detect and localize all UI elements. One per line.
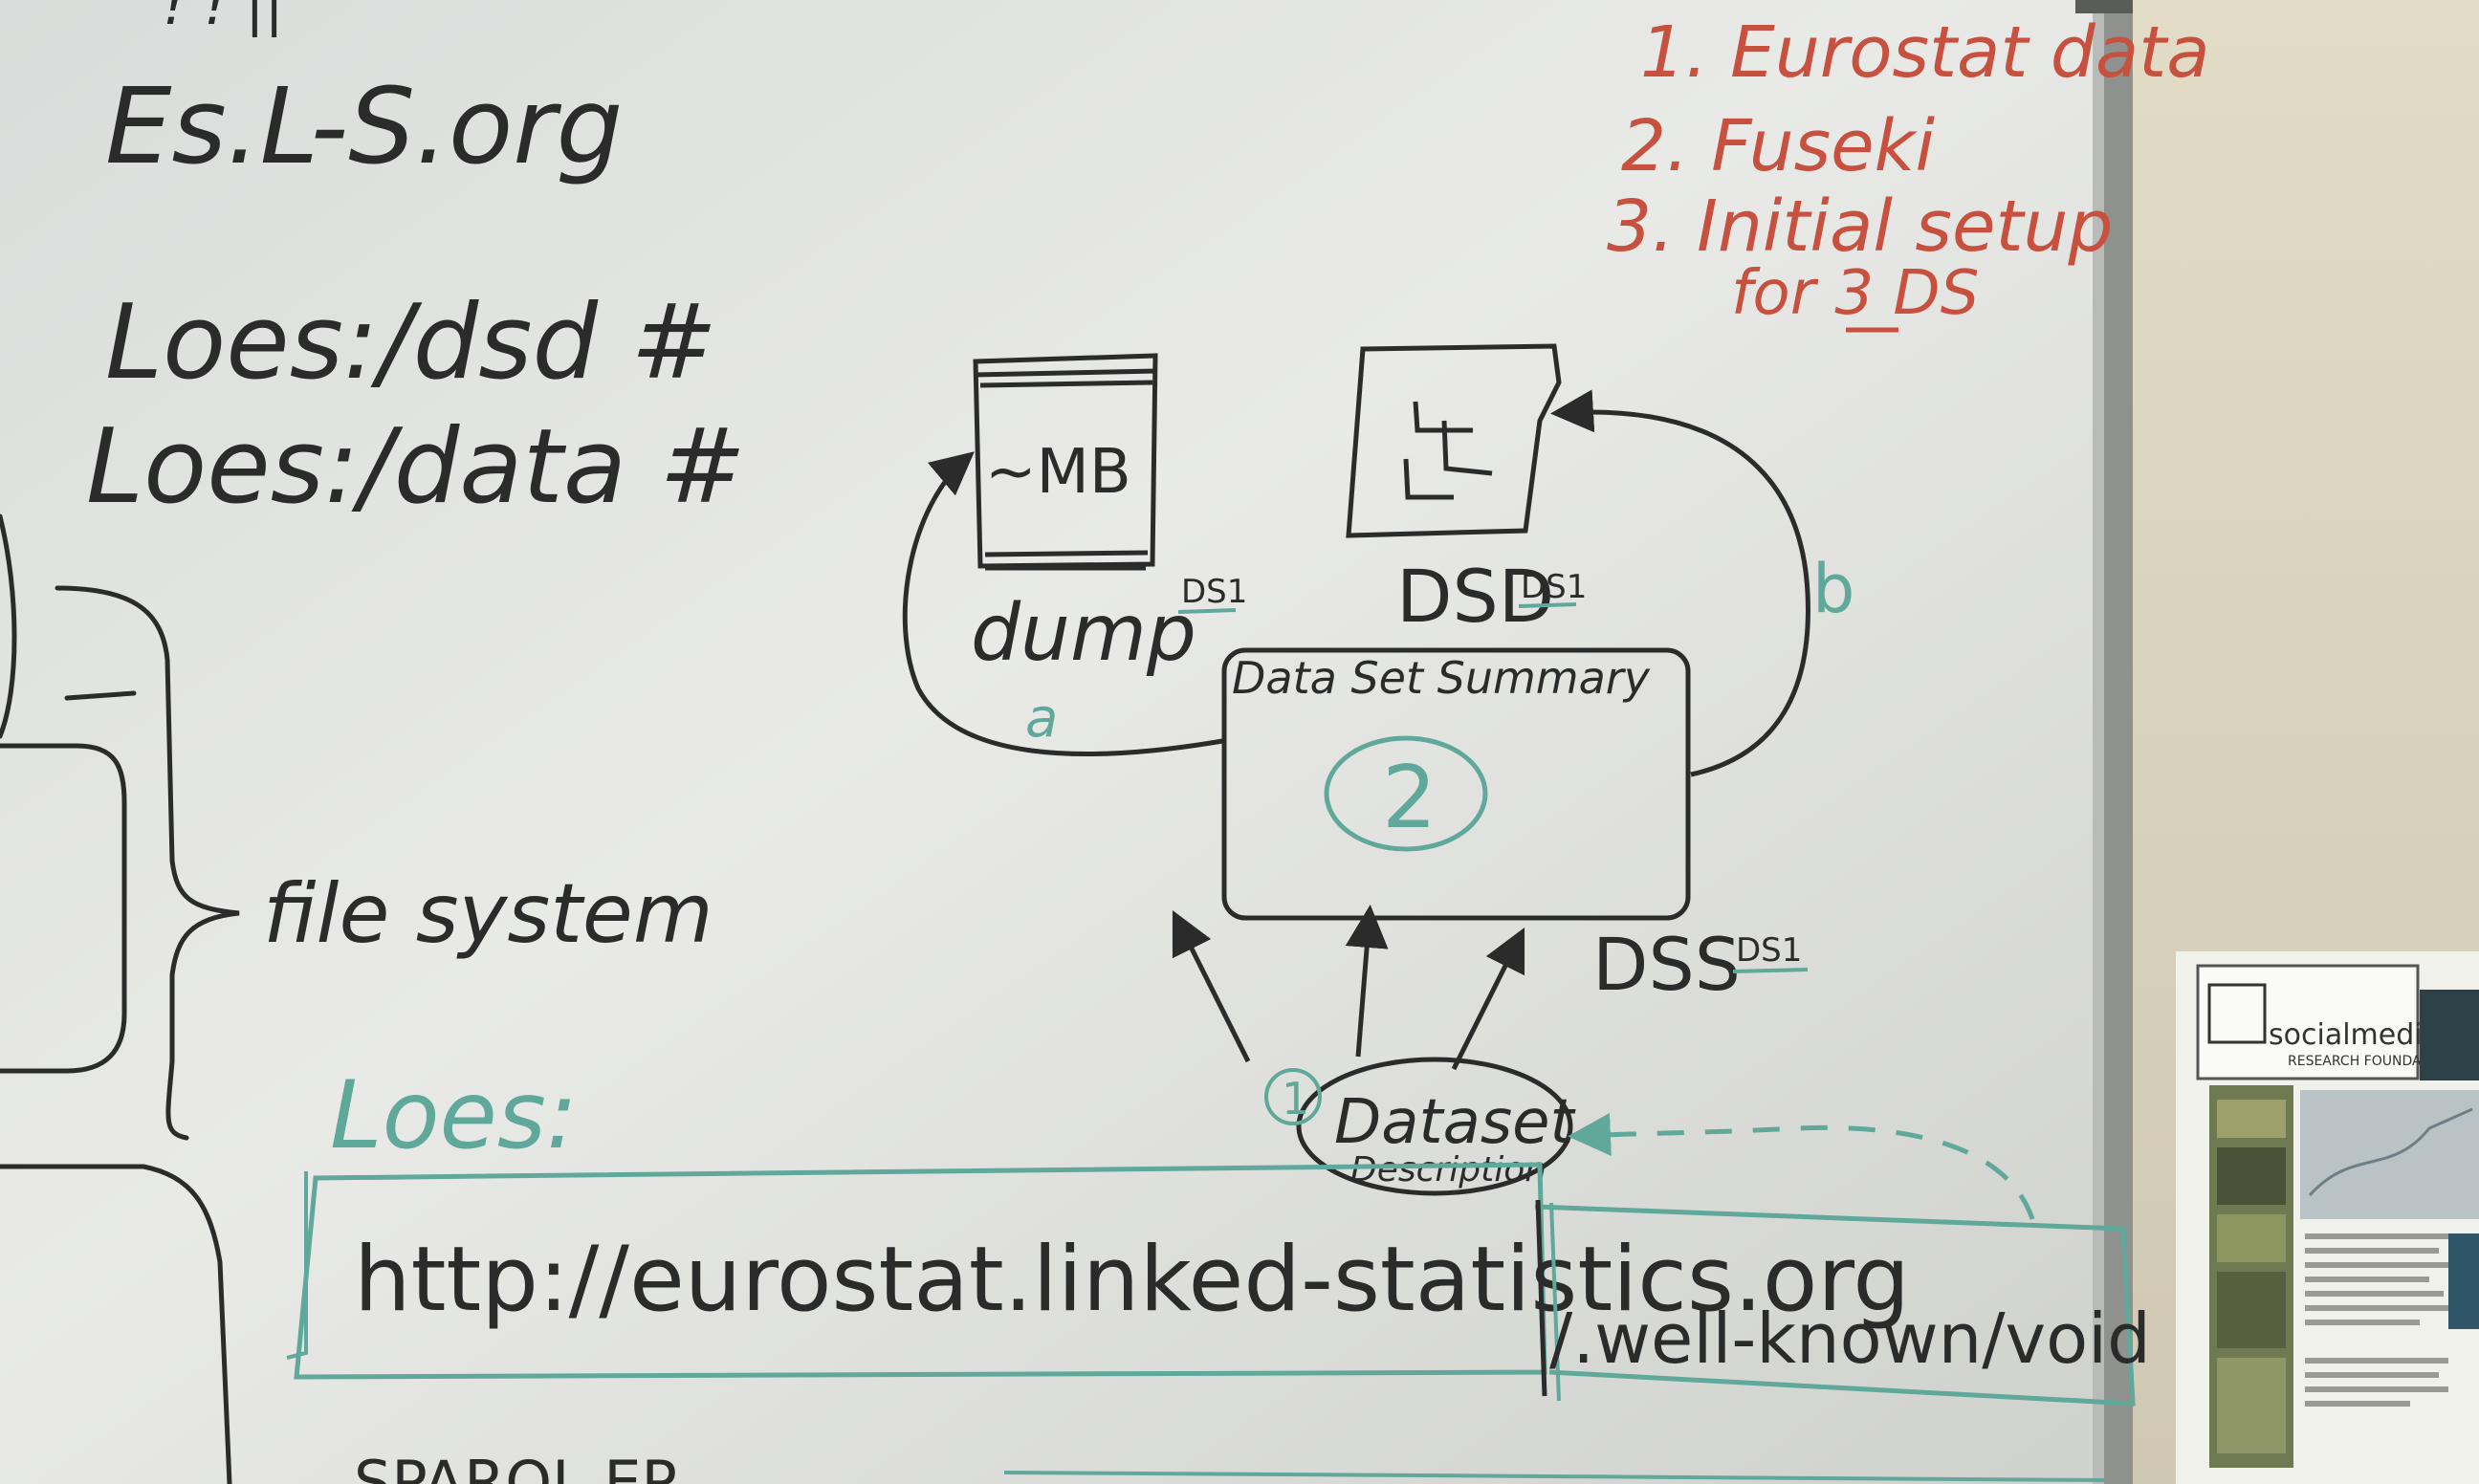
url-prefix: Loes: [330, 1061, 578, 1170]
summary-box [1221, 647, 1691, 921]
todo-item-3b: for 3 DS [1731, 258, 1979, 329]
poster-logo-icon [2207, 983, 2267, 1044]
url-path-box [1534, 1204, 2136, 1407]
arrow-a-label: a [1025, 687, 1058, 750]
dss-label: DSS [1592, 922, 1741, 1007]
dataset-number-circle [1264, 1068, 1322, 1125]
dataset-number: 1 [1282, 1073, 1309, 1124]
poster-brand: socialmedia [2269, 1018, 2440, 1052]
dump-box [973, 353, 1158, 571]
summary-title: Data Set Summary [1232, 652, 1651, 704]
dss-superscript: DS1 [1736, 931, 1802, 970]
url-path: /.well-known/void [1549, 1298, 2151, 1379]
dataset-subtitle: Description [1350, 1150, 1547, 1189]
domain-text: Es.L-S.org [105, 65, 623, 187]
summary-number-circle [1324, 735, 1488, 852]
arrow-b [1550, 389, 1810, 777]
dsd-box [1346, 343, 1562, 538]
dsd-superscript: DS1 [1521, 568, 1587, 606]
poster-subtitle: RESEARCH FOUNDATION [2288, 1054, 2453, 1069]
poster: socialmedia RESEARCH FOUNDATION [2176, 951, 2479, 1484]
dataset-title: Dataset [1334, 1087, 1577, 1158]
dsd-label: DSD [1396, 554, 1554, 639]
dashed-arrow [1568, 1113, 2035, 1220]
dataset-arrows [1172, 905, 1525, 1071]
todo-item-2: 2. Fuseki [1621, 105, 1936, 187]
sparql-label: SPARQL EP [354, 1448, 677, 1484]
whiteboard-frame [2104, 0, 2133, 1484]
prefix-data: Loes:/data # [86, 407, 746, 527]
dump-box-size: ~MB [985, 437, 1131, 508]
todo-item-3: 3. Initial setup [1607, 186, 2113, 268]
prefix-dsd: Loes:/dsd # [105, 283, 717, 403]
whiteboard [0, 0, 2128, 1484]
top-marks: ! ! || [163, 0, 284, 38]
left-partial-drawings [0, 513, 232, 1484]
arrow-b-label: b [1812, 550, 1854, 628]
url-base: http://eurostat.linked-statistics.org [354, 1228, 1910, 1332]
file-system-brace [55, 585, 240, 1141]
dump-superscript: DS1 [1181, 573, 1247, 611]
todo-item-1: 1. Eurostat data [1640, 11, 2210, 94]
file-system-label: file system [263, 866, 713, 962]
summary-number: 2 [1382, 748, 1437, 848]
arrow-a [902, 451, 1223, 757]
dump-label: dump [971, 588, 1196, 679]
